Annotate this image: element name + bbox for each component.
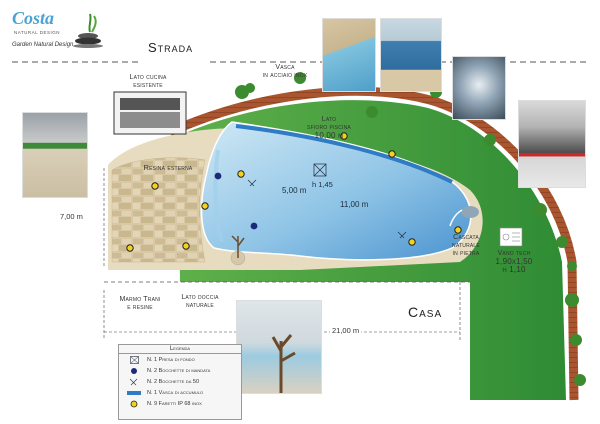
label-vasca-inox-line1: Vasca	[275, 64, 295, 71]
tree-in-deck	[230, 235, 246, 266]
label-marmo-trani: Marmo Trani e resine	[110, 296, 170, 312]
cascade-water	[449, 209, 463, 227]
label-lato-cucina-line1: Lato cucina	[129, 74, 167, 81]
label-vano-tech-line1: Vano tech	[497, 250, 531, 257]
label-marmo-trani-line2: e resine	[127, 304, 153, 311]
legend-text: N. 9 Faretti IP 68 inox	[147, 400, 202, 407]
photo-natural-shower	[236, 300, 322, 394]
label-cascata: Cascata naturale in pietra	[440, 234, 492, 258]
label-lato-doccia: Lato doccia naturale	[168, 294, 232, 310]
legend-row: N. 2 Bocchette da 50	[119, 376, 241, 387]
brand-tagline: NATURAL DESIGN	[14, 30, 61, 35]
dim-pool-depth: h 1,45	[312, 180, 333, 189]
perimeter-wall	[168, 86, 579, 401]
label-marmo-trani-line1: Marmo Trani	[119, 296, 161, 303]
pool-shape	[200, 121, 472, 261]
label-cascata-line3: in pietra	[452, 250, 480, 257]
dim-pool-length: 11,00 m	[340, 200, 369, 209]
photo-overflow-pool	[380, 18, 442, 92]
label-lato-cucina-line2: esistente	[133, 82, 163, 89]
label-lato-sfioro-line1: Lato	[321, 116, 337, 123]
legend-text: N. 1 Vasca di accumulo	[147, 389, 204, 396]
label-cascata-line1: Cascata	[453, 234, 479, 241]
brand-name: Costa	[12, 8, 55, 28]
brand-logo: Costa NATURAL DESIGN Garden Natural Desi…	[10, 6, 106, 54]
brand-subline: Garden Natural Design	[12, 42, 74, 48]
label-vasca-inox-line2: in acciaio inox	[262, 72, 308, 79]
dim-side-7: 7,00 m	[60, 212, 83, 221]
drain-icon	[127, 355, 141, 364]
presa-di-fondo	[313, 163, 327, 177]
spotlight-icon	[127, 400, 141, 408]
legend-box: Legenda N. 1 Presa di fondo N. 2 Bocchet…	[118, 344, 242, 420]
label-vano-tech: Vano tech 1,90x1,50 h 1,10	[486, 250, 542, 274]
label-vano-tech-dim: 1,90x1,50	[495, 257, 533, 266]
legend-row: N. 1 Vasca di accumulo	[119, 387, 241, 398]
photo-stone-deck	[22, 112, 88, 198]
label-lato-doccia-line1: Lato doccia	[181, 294, 219, 301]
faretti	[126, 132, 462, 252]
label-lato-sfioro-dim: 10,00 m	[314, 131, 344, 140]
shrubs	[235, 72, 586, 386]
label-vasca-inox: Vasca in acciaio inox	[240, 64, 330, 80]
legend-row: N. 1 Presa di fondo	[119, 354, 241, 365]
pool-inner-step	[213, 149, 224, 243]
photo-cascade-stone	[452, 56, 506, 120]
tech-room-marker	[499, 227, 523, 247]
bocchette-50	[247, 179, 407, 239]
inlet-nozzle-icon	[127, 367, 141, 375]
house-label: Casa	[408, 304, 443, 320]
legend-title: Legenda	[119, 345, 241, 354]
legend-row: N. 2 Bocchette di mandata	[119, 365, 241, 376]
label-lato-cucina: Lato cucina esistente	[108, 74, 188, 90]
legend-row: N. 9 Faretti IP 68 inox	[119, 398, 241, 409]
bocchette-mandata	[214, 172, 258, 230]
tank-icon	[127, 389, 141, 397]
label-resina-esterna: Resina esterna	[143, 163, 193, 172]
legend-text: N. 1 Presa di fondo	[147, 356, 195, 363]
street-label: Strada	[148, 40, 194, 55]
label-vano-tech-h: h 1,10	[502, 265, 526, 274]
dim-pool-width: 5,00 m	[282, 186, 307, 195]
cascade-stone	[461, 206, 479, 218]
dim-total-21: 21,00 m	[330, 326, 362, 335]
legend-text: N. 2 Bocchette da 50	[147, 378, 200, 385]
label-lato-doccia-line2: naturale	[186, 302, 214, 309]
legend-text: N. 2 Bocchette di mandata	[147, 367, 211, 374]
photo-pool-edge	[322, 18, 376, 92]
label-cascata-line2: naturale	[452, 242, 480, 249]
zen-stones-icon	[70, 12, 106, 48]
label-lato-sfioro-line2: sfioro piscina	[307, 124, 351, 131]
label-lato-sfioro: Lato sfioro piscina 10,00 m	[284, 116, 374, 140]
photo-tech-equipment	[518, 100, 586, 188]
nozzle-50-icon	[127, 378, 141, 386]
overflow-edge	[235, 124, 453, 184]
stone-paving	[111, 157, 206, 263]
